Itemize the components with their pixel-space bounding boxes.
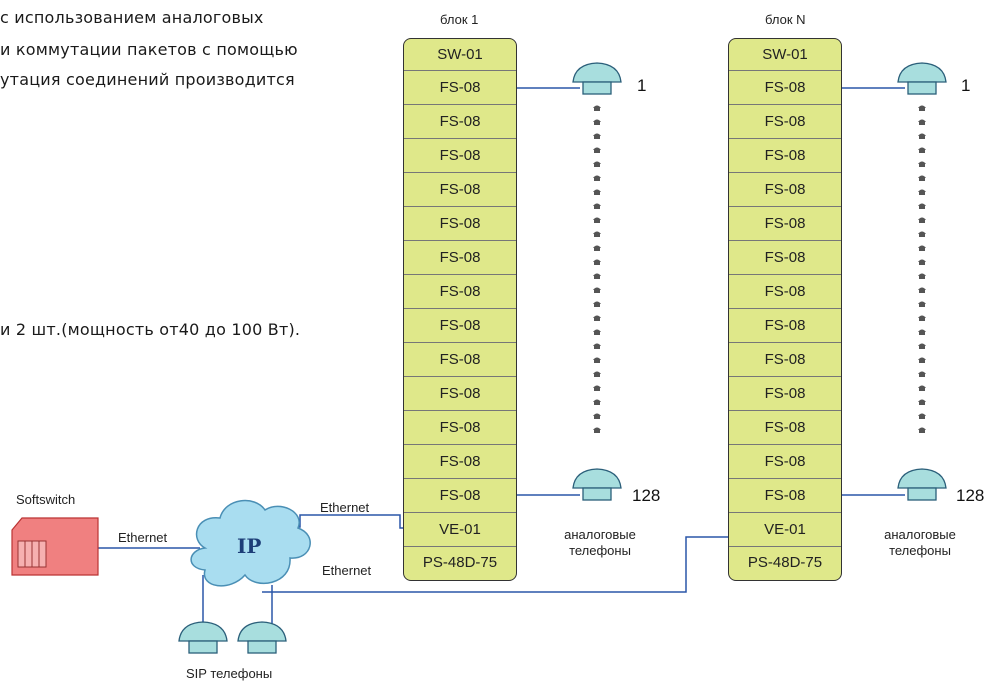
module-fs-08: FS-08: [404, 479, 516, 513]
doc-line-3: утация соединений производится: [0, 70, 295, 89]
module-fs-08: FS-08: [404, 411, 516, 445]
module-fs-08: FS-08: [404, 71, 516, 105]
module-fs-08: FS-08: [404, 309, 516, 343]
module-ps-48d-75: PS-48D-75: [422, 554, 498, 571]
block-1-phones-caption: аналоговые телефоны: [550, 527, 650, 559]
ethernet-softswitch-label: Ethernet: [118, 530, 168, 545]
block-1-phone-last-number: 128: [632, 486, 661, 505]
module-ve-01: VE-01: [404, 513, 516, 547]
module-fs-08: FS-08: [729, 377, 841, 411]
module-ve-01: VE-01: [729, 513, 841, 547]
module-fs-08: FS-08: [404, 139, 516, 173]
module-fs-08: FS-08: [729, 309, 841, 343]
module-fs-08: FS-08: [729, 241, 841, 275]
block-1-title: блок 1: [440, 12, 479, 27]
block-n-phone-last-number: 128: [956, 486, 985, 505]
sip-phones-label: SIP телефоны: [186, 666, 273, 681]
doc-line-1: с использованием аналоговых: [0, 8, 264, 27]
module-fs-08: FS-08: [404, 241, 516, 275]
ethernet-bottom-label: Ethernet: [322, 563, 372, 578]
module-ps-48d-75: PS-48D-75: [747, 554, 823, 571]
module-fs-08: FS-08: [404, 343, 516, 377]
module-sw-01: SW-01: [404, 39, 516, 71]
module-fs-08: FS-08: [729, 139, 841, 173]
block-1-phone-first-number: 1: [637, 76, 647, 95]
doc-line-4: и 2 шт.(мощность от40 до 100 Вт).: [0, 320, 301, 339]
module-fs-08: FS-08: [729, 71, 841, 105]
module-fs-08: FS-08: [729, 275, 841, 309]
doc-line-2: и коммутации пакетов с помощью: [0, 40, 298, 59]
module-fs-08: FS-08: [729, 173, 841, 207]
ethernet-top-label: Ethernet: [320, 500, 370, 515]
block-1-phones-caption-line1: аналоговые: [564, 527, 636, 542]
block-n-phone-first-number: 1: [961, 76, 971, 95]
module-fs-08: FS-08: [729, 207, 841, 241]
module-fs-08: FS-08: [404, 445, 516, 479]
block-n-phones-caption-line1: аналоговые: [884, 527, 956, 542]
block-n-title: блок N: [765, 12, 806, 27]
module-fs-08: FS-08: [729, 105, 841, 139]
softswitch-label: Softswitch: [16, 492, 76, 507]
block-n-phones-caption-line2: телефоны: [889, 543, 951, 558]
module-fs-08: FS-08: [404, 275, 516, 309]
block-n-phones-caption: аналоговые телефоны: [870, 527, 970, 559]
module-fs-08: FS-08: [729, 445, 841, 479]
module-fs-08: FS-08: [729, 411, 841, 445]
module-fs-08: FS-08: [404, 377, 516, 411]
module-fs-08: FS-08: [729, 343, 841, 377]
module-sw-01: SW-01: [729, 39, 841, 71]
module-fs-08: FS-08: [404, 173, 516, 207]
ip-cloud-label: IP: [237, 534, 262, 558]
module-fs-08: FS-08: [404, 105, 516, 139]
block-1-phones-caption-line2: телефоны: [569, 543, 631, 558]
module-fs-08: FS-08: [729, 479, 841, 513]
module-fs-08: FS-08: [404, 207, 516, 241]
